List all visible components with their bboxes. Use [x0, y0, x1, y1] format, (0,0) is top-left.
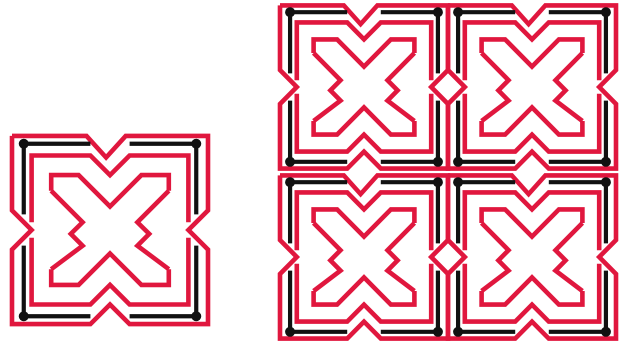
- corner-node-large-0-0: [285, 7, 295, 17]
- band-inner-large-0-2: [314, 39, 415, 66]
- band-inner-large-2-0: [297, 192, 431, 250]
- band-inner-large-2-2: [314, 209, 415, 236]
- band-inner-large-2-1: [297, 264, 431, 322]
- band-inner-large-1-1: [465, 94, 599, 152]
- band-inner-large-0-0: [297, 22, 431, 80]
- corner-node-large-0-3: [433, 157, 443, 167]
- band-outline-large-3: [448, 175, 616, 338]
- band-inner-large-3-0: [465, 192, 599, 250]
- corner-node-large-0-1: [433, 7, 443, 17]
- corner-node-large-1-0: [453, 7, 463, 17]
- corner-node-large-3-3: [601, 327, 611, 337]
- tiled-interlace-pattern: [280, 5, 616, 338]
- band-inner-large-3-5: [556, 223, 583, 291]
- corner-node-large-1-3: [601, 157, 611, 167]
- single-interlace-tile: [12, 136, 208, 324]
- corner-node-large-1-2: [453, 157, 463, 167]
- corner-node-large-3-1: [601, 177, 611, 187]
- corner-node-large-2-0: [285, 177, 295, 187]
- band-inner-large-1-5: [556, 53, 583, 121]
- band-outline-large-2: [280, 175, 448, 338]
- corner-node-large-2-3: [433, 327, 443, 337]
- corner-node-large-1-1: [601, 7, 611, 17]
- corner-node-large-3-0: [453, 177, 463, 187]
- corner-node-small-3: [191, 311, 201, 321]
- band-inner-large-2-4: [314, 223, 341, 291]
- corner-node-large-3-2: [453, 327, 463, 337]
- band-inner-large-0-5: [388, 53, 415, 121]
- band-inner-large-0-4: [314, 53, 341, 121]
- band-inner-large-3-4: [482, 223, 509, 291]
- corner-node-large-0-2: [285, 157, 295, 167]
- corner-node-small-1: [191, 139, 201, 149]
- band-inner-small-5: [137, 191, 168, 269]
- band-inner-large-1-0: [465, 22, 599, 80]
- band-inner-large-1-2: [482, 39, 583, 66]
- corner-node-small-0: [19, 139, 29, 149]
- band-inner-small-4: [51, 191, 82, 269]
- corner-node-large-2-2: [285, 327, 295, 337]
- band-inner-small-0: [32, 156, 189, 223]
- band-inner-large-2-5: [388, 223, 415, 291]
- corner-node-small-2: [19, 311, 29, 321]
- band-inner-small-1: [32, 238, 189, 305]
- corner-node-large-2-1: [433, 177, 443, 187]
- band-inner-large-0-1: [297, 94, 431, 152]
- band-outline-large-0: [280, 5, 448, 168]
- band-outline-large-1: [448, 5, 616, 168]
- band-inner-large-1-4: [482, 53, 509, 121]
- band-inner-small-2: [51, 175, 169, 206]
- band-inner-large-3-1: [465, 264, 599, 322]
- band-inner-large-3-2: [482, 209, 583, 236]
- band-outline-small: [12, 136, 208, 324]
